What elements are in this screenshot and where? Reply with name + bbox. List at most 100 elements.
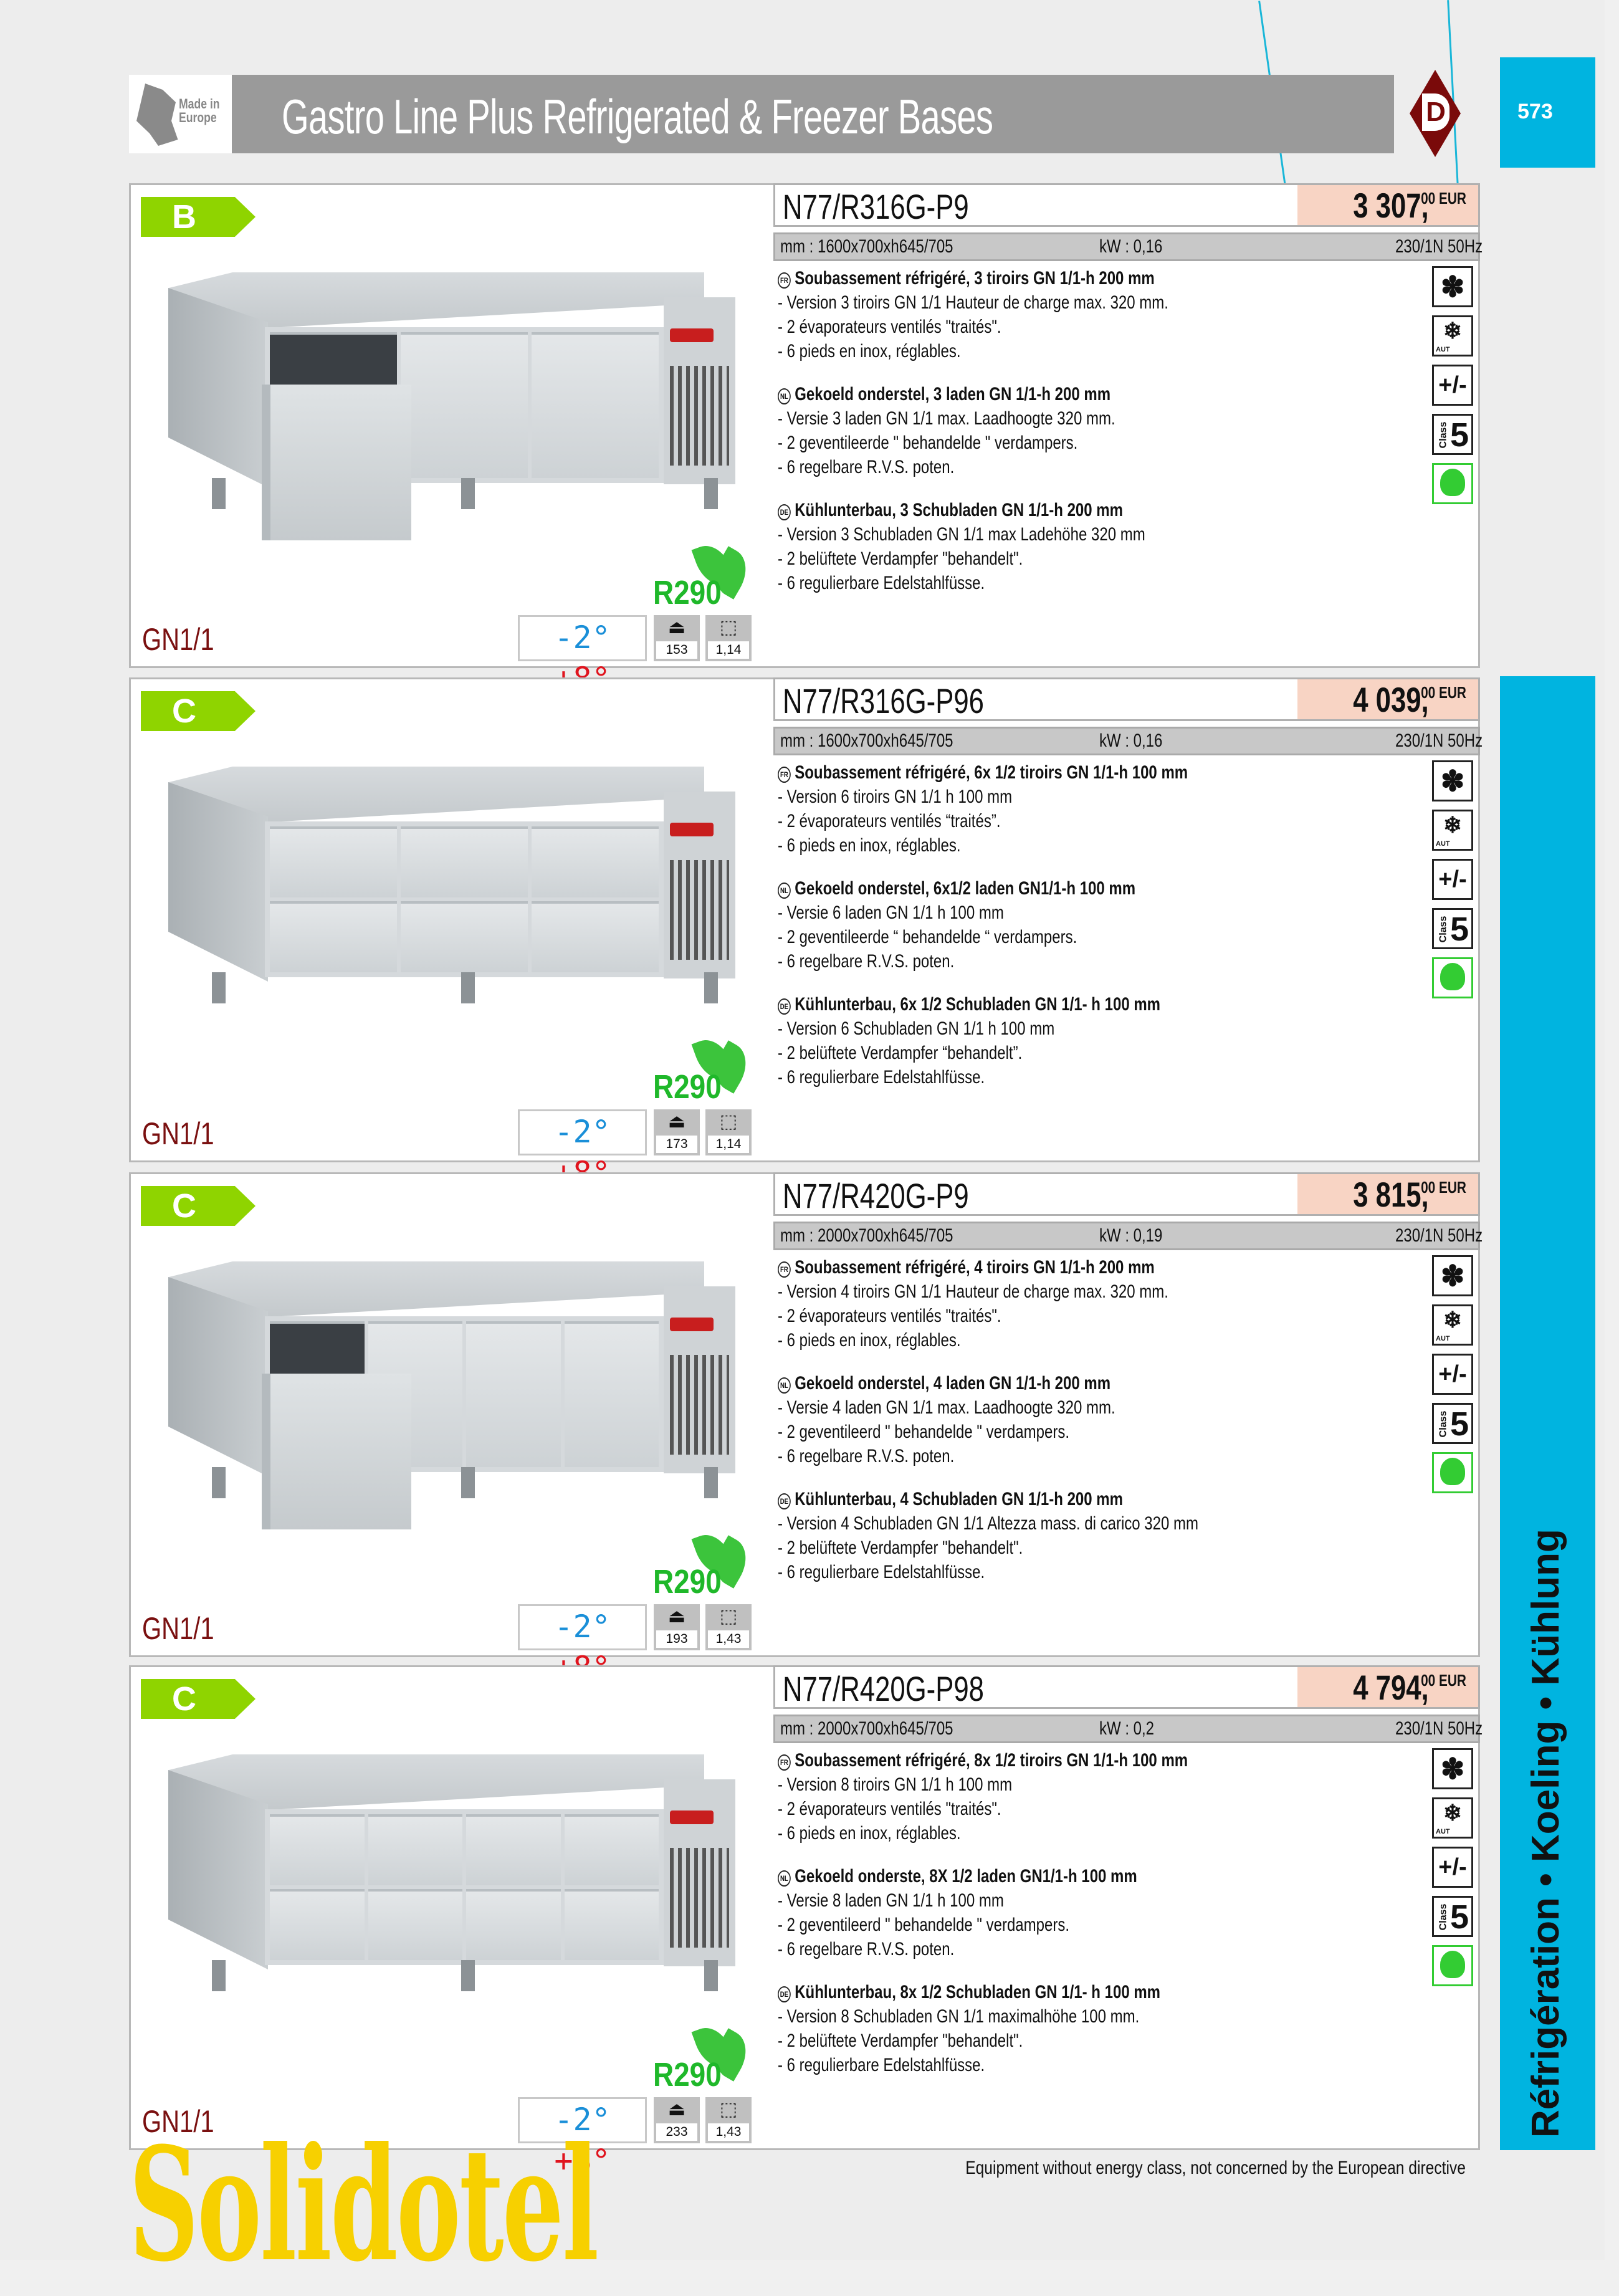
price: 3 307,00 EUR: [1297, 185, 1478, 225]
description-line: - Version 6 Schubladen GN 1/1 h 100 mm: [778, 1018, 1055, 1039]
description-line: - 2 geventileerde " behandelde " verdamp…: [778, 433, 1078, 453]
price-main: 3 307,: [1353, 186, 1429, 225]
model-number: N77/R420G-P9: [783, 1176, 969, 1215]
product-image[interactable]: [168, 1261, 742, 1529]
weight-box: ⏏ 193: [654, 1604, 700, 1650]
volume-box: ⬚1,14: [705, 615, 752, 661]
vent-grille: [670, 860, 729, 960]
price-cents: 00 EUR: [1421, 1671, 1466, 1690]
gastronorm-size: GN1/1: [142, 1116, 214, 1151]
made-in-europe-text: Made in Europe: [179, 96, 220, 125]
leg: [212, 972, 226, 1003]
leg: [461, 972, 475, 1003]
price-main: 3 815,: [1353, 1175, 1429, 1214]
drawer: [466, 1814, 561, 1885]
product-image[interactable]: [168, 767, 742, 1028]
weight-box: ⏏173: [654, 1109, 700, 1155]
energy-class-badge: B: [141, 197, 256, 237]
product-card: C N77/R316G-P96 4 039,00 EUR mm : 1600x7…: [129, 677, 1483, 1191]
drawer: [466, 1321, 561, 1467]
description-line: - Version 8 tiroirs GN 1/1 h 100 mm: [778, 1774, 1013, 1795]
dimensions: mm : 2000x700xh645/705: [780, 1718, 953, 1739]
class-label: Class: [1438, 421, 1449, 449]
description-line: - Version 6 tiroirs GN 1/1 h 100 mm: [778, 787, 1013, 807]
class-value: 5: [1449, 1898, 1469, 1936]
drawer: [532, 332, 659, 478]
description-line: - Version 8 Schubladen GN 1/1 maximalhöh…: [778, 2006, 1140, 2027]
volume-value: 1,14: [708, 1136, 749, 1153]
spec-bar: mm : 1600x700xh645/705 kW : 0,16 230/1N …: [773, 727, 1483, 755]
heading-text: Kühlunterbau, 8x 1/2 Schubladen GN 1/1- …: [795, 1982, 1161, 2002]
description-line: - 6 regelbare R.V.S. poten.: [778, 457, 955, 477]
price-main: 4 039,: [1353, 680, 1429, 719]
volume-box: ⬚1,43: [705, 2097, 752, 2143]
language-code-icon: DE: [778, 998, 791, 1015]
title-row: N77/R316G-P9 3 307,00 EUR: [773, 183, 1480, 227]
title-row: N77/R420G-P9 3 815,00 EUR: [773, 1172, 1480, 1216]
description-line: - 6 regulierbare Edelstahlfüsse.: [778, 2055, 985, 2075]
product-image[interactable]: [168, 1754, 742, 2016]
temp-max: +8°: [554, 2143, 611, 2179]
energy-class-badge: C: [141, 1186, 256, 1226]
language-code-icon: DE: [778, 1986, 791, 2002]
heading-text: Soubassement réfrigéré, 3 tiroirs GN 1/1…: [795, 268, 1155, 289]
description-line: - Versie 4 laden GN 1/1 max. Laadhoogte …: [778, 1397, 1115, 1418]
title-row: N77/R420G-P98 4 794,00 EUR: [773, 1665, 1480, 1709]
price: 3 815,00 EUR: [1297, 1174, 1478, 1214]
description-line: - 2 geventileerd " behandelde " verdampe…: [778, 1915, 1069, 1935]
product-image[interactable]: [168, 272, 742, 540]
weight-icon: ⏏: [667, 1111, 686, 1132]
temperature-range: -2° +8°: [518, 615, 647, 697]
sidebar-label: Réfrigération • Koeling • Kühlung: [1524, 1529, 1567, 2138]
leg: [461, 478, 475, 509]
language-code-icon: FR: [778, 767, 791, 783]
display-icon: [670, 1318, 714, 1331]
description-line: - 2 évaporateurs ventilés "traités".: [778, 1799, 1001, 1819]
temperature-range: -2° +8°: [518, 1109, 647, 1191]
heading-text: Gekoeld onderstel, 4 laden GN 1/1-h 200 …: [795, 1373, 1111, 1394]
spec-bar: mm : 1600x700xh645/705 kW : 0,16 230/1N …: [773, 232, 1483, 261]
gastronorm-size: GN1/1: [142, 1611, 214, 1646]
description-line: - 2 belüftete Verdampfer "behandelt".: [778, 548, 1023, 569]
leg: [212, 1467, 226, 1498]
weight-box: ⏏233: [654, 2097, 700, 2143]
weight-icon: ⏏: [667, 1606, 686, 1627]
open-drawer: [262, 385, 411, 540]
description-line: - Versie 3 laden GN 1/1 max. Laadhoogte …: [778, 408, 1115, 429]
cabinet-side: [168, 782, 268, 982]
drawer: [564, 1814, 659, 1885]
class-value: 5: [1449, 416, 1469, 454]
description-line: - 6 pieds en inox, réglables.: [778, 1330, 961, 1351]
made-in-europe-logo: Made in Europe: [129, 75, 232, 153]
open-drawer: [262, 1374, 411, 1529]
power-kw: kW : 0,16: [1099, 730, 1163, 751]
leg: [704, 1467, 718, 1498]
section-sidebar: [1500, 676, 1595, 2150]
auto-label: AUT: [1436, 840, 1450, 848]
temperature-adjust-icon: +/-: [1432, 859, 1473, 900]
voltage: 230/1N 50Hz: [1395, 730, 1483, 751]
class-label: Class: [1438, 916, 1449, 943]
weight-value: 193: [656, 1630, 697, 1648]
dimensions: mm : 1600x700xh645/705: [780, 236, 953, 257]
catalog-page: Made in Europe Gastro Line Plus Refriger…: [129, 0, 1595, 2282]
description-line: - 2 évaporateurs ventilés "traités".: [778, 1306, 1001, 1326]
class-label: Class: [1438, 1903, 1449, 1931]
control-panel: [664, 1286, 735, 1473]
spec-bar: mm : 2000x700xh645/705 kW : 0,19 230/1N …: [773, 1222, 1483, 1250]
